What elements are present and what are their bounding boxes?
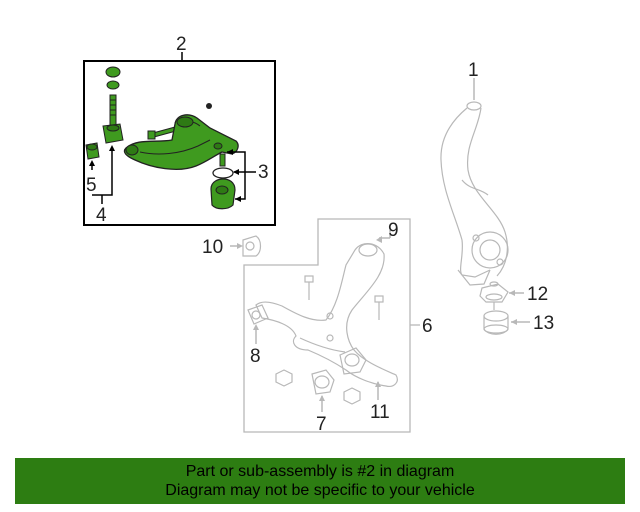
subassembly-2-box: [83, 60, 276, 226]
banner-line-2: Diagram may not be specific to your vehi…: [165, 482, 475, 499]
callout-7: 7: [316, 414, 327, 435]
upper-control-arm-group[interactable]: [83, 52, 276, 226]
parts-diagram: 2 3 5 4 1 9 10 12 13 6 8 7 11: [83, 34, 554, 435]
seal-ring: [212, 167, 234, 179]
callout-11: 11: [370, 402, 390, 423]
callout-2: 2: [176, 34, 187, 55]
notice-banner: Part or sub-assembly is #2 in diagram Di…: [15, 458, 625, 504]
callout-3: 3: [258, 162, 269, 183]
callout-8: 8: [250, 346, 261, 367]
dust-boot: [483, 310, 509, 335]
callout-10: 10: [202, 237, 223, 258]
callout-1: 1: [468, 60, 479, 81]
callout-6: 6: [422, 316, 433, 337]
bushing-8: [247, 304, 269, 325]
callout-5: 5: [86, 175, 97, 196]
nut-top: [105, 66, 121, 78]
callout-12: 12: [527, 284, 548, 305]
callout-4: 4: [96, 205, 107, 226]
lower-arm-box: [243, 218, 420, 433]
callout-9: 9: [388, 220, 399, 241]
lower-ball-joint: [479, 281, 509, 310]
bushing-7: [311, 369, 335, 395]
lower-control-arm: [255, 243, 398, 387]
bushing-11: [339, 347, 367, 375]
bushing-10: [242, 235, 262, 257]
washer-top: [106, 80, 120, 90]
steering-knuckle: [440, 101, 509, 286]
banner-line-1: Part or sub-assembly is #2 in diagram: [185, 463, 455, 480]
callout-13: 13: [533, 313, 554, 334]
lower-arm-hardware: [275, 275, 384, 405]
